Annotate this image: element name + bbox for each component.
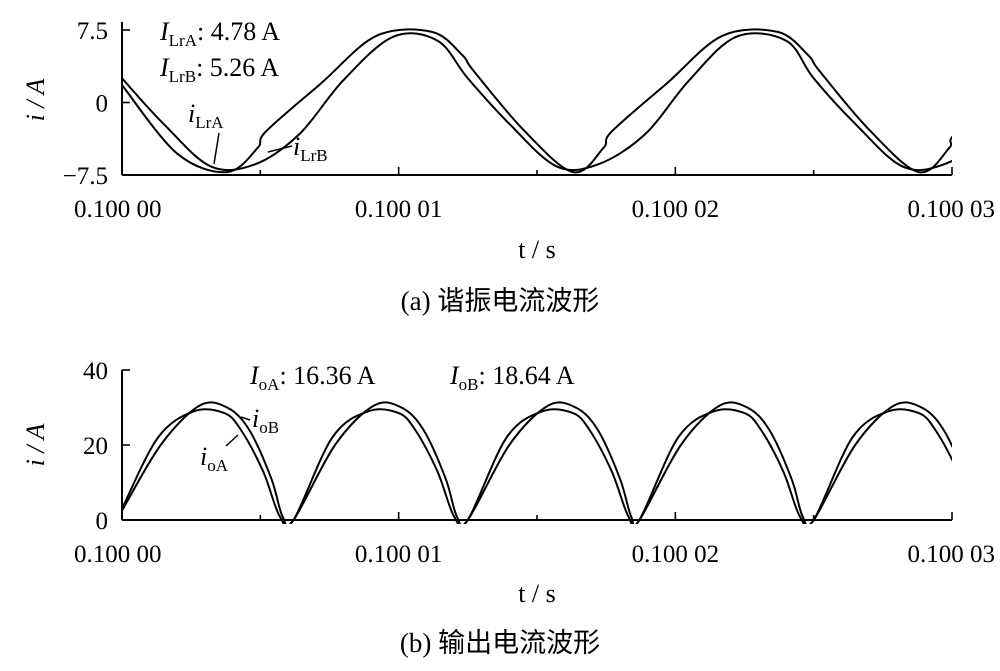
panel-b-x-ticks: 0.100 00 0.100 01 0.100 02 0.100 03	[74, 512, 995, 568]
series-label-i-LrA: iLrA	[188, 99, 224, 132]
panel-b-axes	[121, 370, 952, 521]
panel-a-x-tick-label: 0.100 00	[74, 196, 162, 223]
panel-b-x-tick-label: 0.100 00	[74, 541, 162, 568]
panel-b-y-tick-label: 0	[96, 508, 109, 535]
annotation-ILrA: ILrA: 4.78 A	[159, 17, 280, 50]
series-label-i-LrB-leader	[267, 145, 293, 153]
panel-b-x-tick-label: 0.100 02	[632, 541, 720, 568]
panel-a-x-tick-label: 0.100 02	[632, 196, 720, 223]
panel-b-x-tick-label: 0.100 03	[908, 541, 996, 568]
panel-a-y-tick-label: 7.5	[77, 18, 108, 45]
panel-a-x-tick-label: 0.100 01	[355, 196, 443, 223]
panel-b-y-tick-label: 20	[83, 433, 108, 460]
panel-a-x-axis-label: t / s	[518, 235, 556, 264]
annotation-ILrB: ILrB: 5.26 A	[159, 53, 279, 86]
panel-a-y-tick-label: 0	[96, 91, 109, 118]
panel-a-y-ticks: −7.5 0 7.5	[63, 18, 130, 190]
panel-b-y-tick-label: 40	[83, 358, 108, 385]
panel-b-x-tick-label: 0.100 01	[355, 541, 443, 568]
panel-b-plot-area	[122, 401, 952, 524]
annotation-IoA: IoA: 16.36 A	[249, 361, 376, 394]
panel-a-y-axis-label: i / A	[21, 78, 50, 121]
panel-a-y-tick-label: −7.5	[63, 163, 108, 190]
series-label-i-oA: ioA	[200, 442, 229, 475]
series-label-i-oA-leader	[225, 434, 239, 447]
series-label-i-oB-leader	[240, 416, 251, 421]
panel-b-x-axis-label: t / s	[518, 579, 556, 608]
panel-a-plot-area	[122, 28, 952, 174]
series-label-i-LrA-leader	[213, 132, 220, 165]
series-i-oB-line	[122, 401, 952, 524]
series-i-LrB-line	[122, 28, 952, 174]
annotation-IoB: IoB: 18.64 A	[449, 361, 575, 394]
panel-b-caption: (b) 输出电流波形	[400, 628, 600, 658]
series-label-i-oB: ioB	[252, 404, 279, 437]
panel-a-caption: (a) 谐振电流波形	[401, 286, 600, 316]
panel-b: 0 20 40 0.100 00 0.100 01 0.100 02 0.100 03 i…	[21, 358, 995, 658]
series-label-i-LrB: iLrB	[293, 132, 328, 165]
panel-a-x-ticks: 0.100 00 0.100 01 0.100 02 0.100 03	[74, 167, 995, 223]
panel-a-x-tick-label: 0.100 03	[908, 196, 996, 223]
series-i-oA-line	[122, 408, 952, 524]
series-i-LrA-line	[122, 32, 952, 172]
panel-b-y-ticks: 0 20 40	[83, 358, 130, 535]
panel-b-y-axis-label: i / A	[21, 423, 50, 466]
